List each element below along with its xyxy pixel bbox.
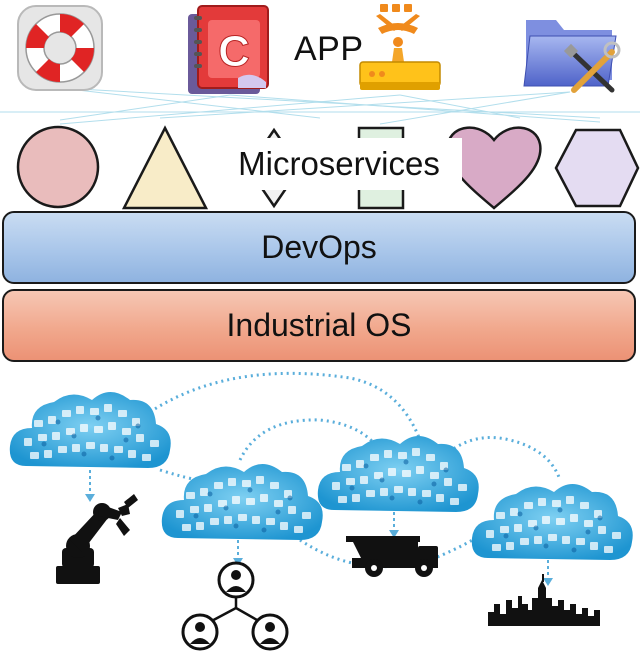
folder-tools-icon: [523, 20, 621, 93]
cloud-2: [161, 464, 323, 540]
cloud-4: [471, 484, 633, 560]
svg-text:C: C: [218, 27, 250, 76]
cloud-1: [9, 392, 171, 468]
robot-arm-icon: [56, 494, 138, 584]
shape-hexagon: [554, 128, 640, 208]
shape-triangle: [121, 125, 209, 210]
devops-band: DevOps: [2, 211, 636, 284]
people-network-icon: [181, 561, 289, 651]
industrial-os-label: Industrial OS: [226, 307, 412, 343]
shape-circle: [16, 125, 100, 209]
microservices-label: Microservices: [216, 138, 462, 190]
dump-truck-icon: [346, 536, 438, 577]
down-arrows: [89, 470, 549, 578]
industrial-os-band: Industrial OS: [2, 289, 636, 362]
calendar-c-icon: C: [188, 5, 269, 94]
app-label: APP: [294, 30, 364, 68]
city-skyline-icon: [488, 574, 600, 626]
connector-lines: [0, 87, 640, 125]
devops-label: DevOps: [261, 229, 377, 265]
lifebuoy-icon: [17, 5, 103, 91]
router-device-icon: [359, 4, 441, 90]
